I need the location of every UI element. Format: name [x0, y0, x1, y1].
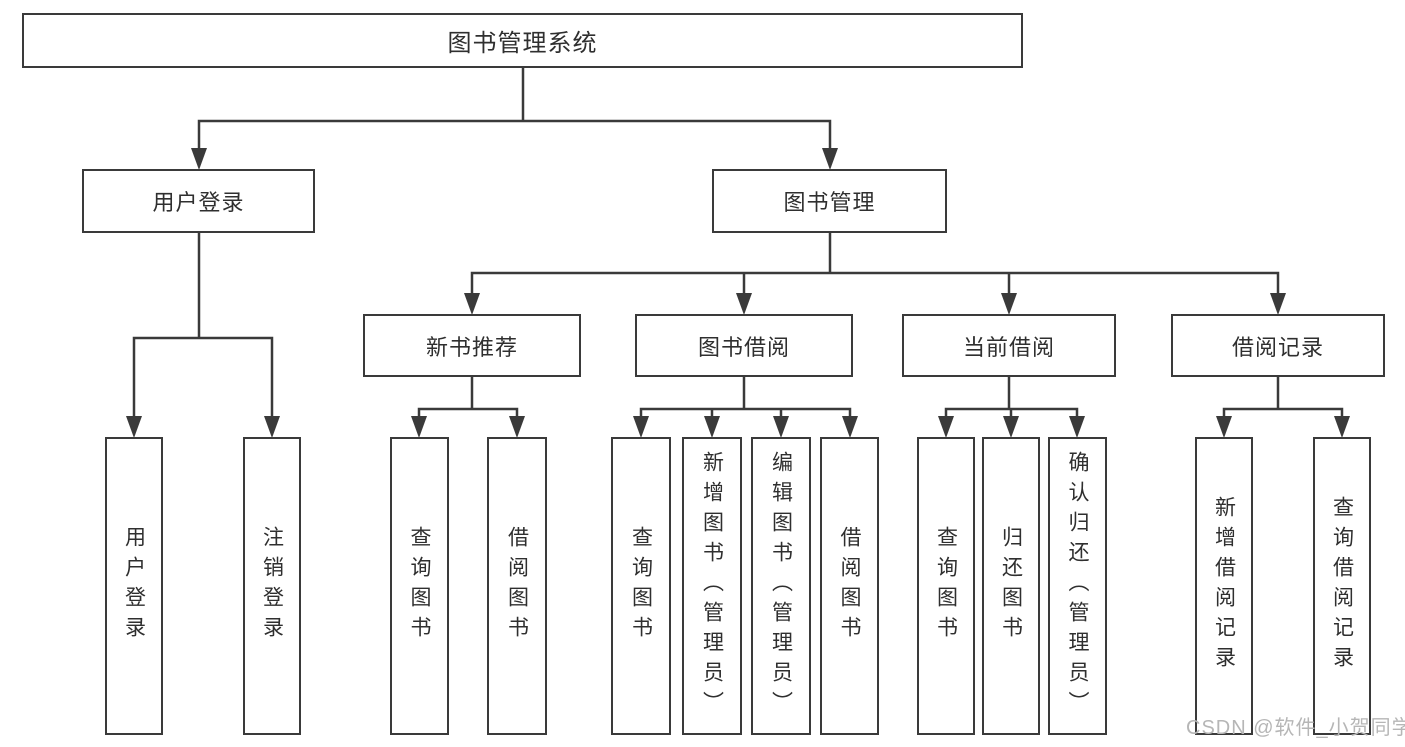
leaf-return-books: 归还图书: [982, 437, 1040, 735]
leaf-logout: 注销登录: [243, 437, 301, 735]
node-label: 编辑图书（管理员）: [769, 451, 793, 721]
leaf-borrow-books-recommend: 借阅图书: [487, 437, 547, 735]
node-label: 当前借阅: [962, 334, 1055, 360]
node-book-borrow: 图书借阅: [635, 314, 853, 377]
node-label: 查询图书: [934, 526, 958, 646]
node-label: 借阅记录: [1231, 334, 1324, 360]
node-label: 图书管理: [783, 190, 876, 215]
edge-current-borrow-to-leaves: [944, 377, 1079, 419]
node-borrow-records: 借阅记录: [1171, 314, 1385, 377]
node-label: 用户登录: [152, 190, 245, 215]
node-label: 查询图书: [408, 526, 431, 646]
edge-new-book-rec-to-leaves: [417, 377, 519, 419]
node-label: 图书管理系统: [447, 30, 598, 57]
leaf-query-books-borrow: 查询图书: [611, 437, 671, 735]
edge-user-login-to-leaves: [132, 233, 274, 419]
leaf-query-borrow-record: 查询借阅记录: [1313, 437, 1371, 735]
node-label: 新书推荐: [425, 334, 518, 360]
node-label: 借阅图书: [838, 526, 861, 646]
node-new-book-recommend: 新书推荐: [363, 314, 581, 377]
node-user-login: 用户登录: [82, 169, 315, 233]
node-current-borrow: 当前借阅: [902, 314, 1116, 377]
edge-root-to-level1: [197, 67, 832, 151]
node-label: 查询图书: [629, 526, 653, 646]
node-label: 注销登录: [260, 526, 284, 646]
leaf-query-books-current: 查询图书: [917, 437, 975, 735]
node-system-root: 图书管理系统: [22, 13, 1023, 68]
node-label: 确认归还（管理员）: [1066, 451, 1089, 721]
arrowheads: [126, 148, 1350, 438]
csdn-watermark: CSDN @软件_小贺同学: [1186, 717, 1405, 739]
leaf-query-books-recommend: 查询图书: [390, 437, 449, 735]
node-label: 用户登录: [122, 526, 146, 646]
node-label: 新增图书（管理员）: [700, 451, 724, 721]
node-label: 归还图书: [999, 526, 1023, 646]
leaf-borrow-books: 借阅图书: [820, 437, 879, 735]
node-label: 新增借阅记录: [1212, 496, 1236, 676]
leaf-user-login: 用户登录: [105, 437, 163, 735]
node-book-management: 图书管理: [712, 169, 947, 233]
leaf-confirm-return-admin: 确认归还（管理员）: [1048, 437, 1107, 735]
node-label: 查询借阅记录: [1330, 496, 1354, 676]
edge-book-mgmt-to-level2: [470, 233, 1280, 296]
leaf-add-books-admin: 新增图书（管理员）: [682, 437, 742, 735]
edge-book-borrow-to-leaves: [639, 377, 852, 419]
node-label: 图书借阅: [697, 334, 790, 360]
edge-borrow-records-to-leaves: [1222, 377, 1344, 419]
leaf-edit-books-admin: 编辑图书（管理员）: [751, 437, 811, 735]
leaf-add-borrow-record: 新增借阅记录: [1195, 437, 1253, 735]
node-label: 借阅图书: [505, 526, 529, 646]
